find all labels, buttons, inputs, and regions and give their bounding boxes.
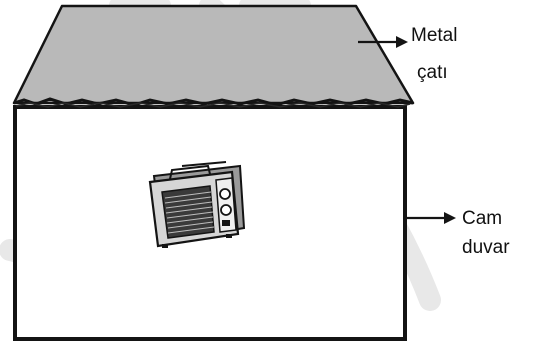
wall-label-line2: duvar bbox=[462, 237, 510, 258]
roof-label-line2: çatı bbox=[417, 62, 448, 83]
metal-roof bbox=[12, 4, 415, 108]
radio-icon bbox=[148, 161, 246, 248]
wall-arrow bbox=[405, 212, 456, 224]
roof-label-line1: Metal bbox=[411, 25, 457, 46]
roof-arrow bbox=[358, 36, 408, 48]
wall-label-line1: Cam bbox=[462, 208, 502, 229]
